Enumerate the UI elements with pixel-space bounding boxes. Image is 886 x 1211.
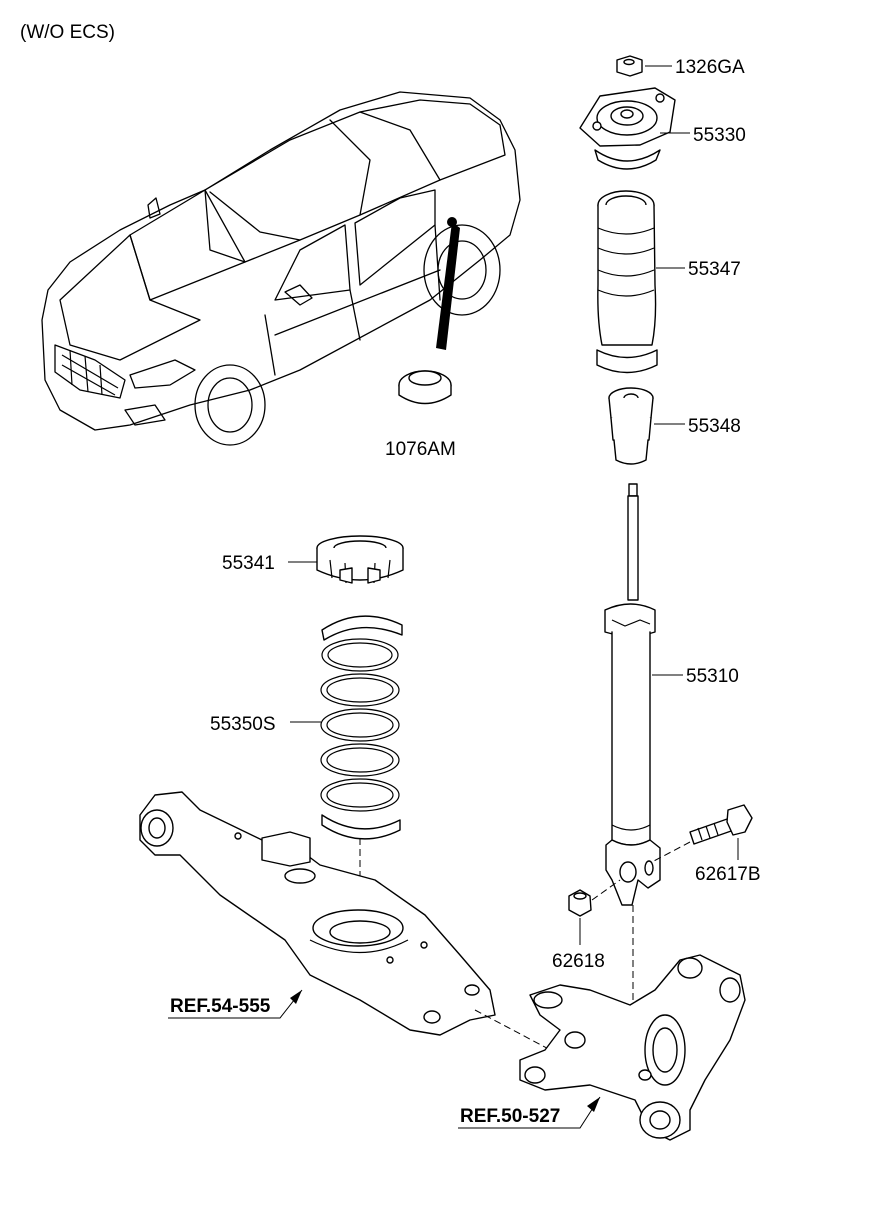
knuckle-part <box>519 954 746 1141</box>
lower-nut-callout: 62618 <box>552 951 605 972</box>
spring-pad-part <box>316 535 404 584</box>
lower-arm-reference: REF.54-555 <box>170 996 271 1017</box>
bolt-callout: 62617B <box>695 864 761 885</box>
top-nut-callout: 1326GA <box>675 57 745 78</box>
knuckle-reference: REF.50-527 <box>460 1106 560 1127</box>
insulator-mount-part <box>579 87 676 170</box>
dust-cover-part <box>596 190 658 374</box>
coil-spring-callout: 55350S <box>210 714 276 735</box>
coil-spring-part <box>320 615 403 840</box>
lower-nut-part <box>568 889 592 917</box>
bolt-part <box>689 804 753 845</box>
plug-callout: 1076AM <box>385 439 456 460</box>
spring-pad-callout: 55341 <box>222 553 275 574</box>
bumper-stopper-part <box>608 387 654 465</box>
variant-note: (W/O ECS) <box>20 22 115 43</box>
bumper-stopper-callout: 55348 <box>688 416 741 437</box>
plug-part <box>398 370 452 405</box>
top-nut-part <box>616 55 643 77</box>
shock-absorber-callout: 55310 <box>686 666 739 687</box>
dust-cover-callout: 55347 <box>688 259 741 280</box>
vehicle-illustration <box>41 91 521 446</box>
lower-arm-part <box>139 791 496 1036</box>
shock-absorber-part <box>604 483 661 906</box>
insulator-mount-callout: 55330 <box>693 125 746 146</box>
